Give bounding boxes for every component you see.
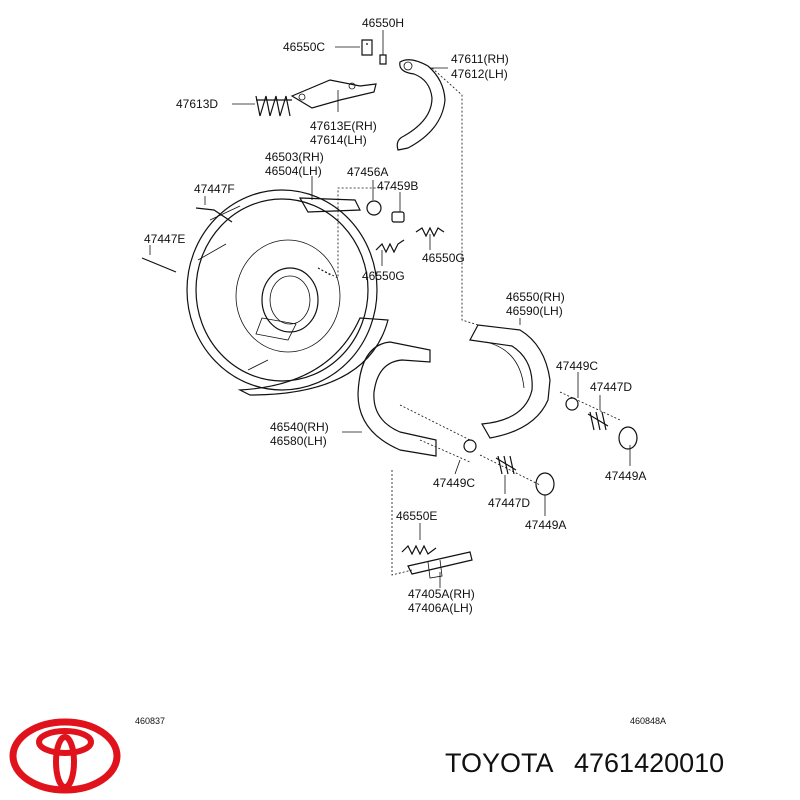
part-46550C-retainer: [361, 39, 373, 56]
part-46540-brake-shoe-front: [237, 317, 437, 457]
label-46590-lh: 46590(LH): [506, 304, 563, 318]
label-47449A-left: 47449A: [525, 518, 566, 532]
part-47613D-spring: [255, 95, 292, 117]
label-47449A-right: 47449A: [605, 469, 646, 483]
part-47449C-retainer-left: [463, 439, 477, 453]
label-46504-lh: 46504(LH): [265, 164, 322, 178]
label-47405A-rh: 47405A(RH): [408, 587, 475, 601]
part-47449A-cup-right: [618, 426, 638, 450]
part-46550-brake-shoe-rear: [469, 324, 551, 439]
leader-lines: [149, 30, 631, 588]
part-47447F-pin: [195, 207, 233, 223]
label-47447D-left: 47447D: [488, 496, 530, 510]
toyota-logo-icon: [9, 718, 121, 794]
label-46550G-upper: 46550G: [422, 251, 465, 265]
label-47406A-lh: 47406A(LH): [408, 601, 473, 615]
part-47456A-plug: [366, 200, 382, 216]
label-47611-rh: 47611(RH): [451, 52, 509, 66]
label-46550E: 46550E: [396, 509, 437, 523]
assembly-dashed-lines: [317, 67, 621, 576]
part-46550G-spring-lower: [375, 239, 405, 254]
label-47447D-right: 47447D: [590, 380, 632, 394]
label-47449C-right: 47449C: [556, 359, 598, 373]
part-47447D-spring-right: [587, 411, 609, 431]
label-47447F: 47447F: [194, 182, 235, 196]
label-47614-lh: 47614(LH): [310, 133, 367, 147]
label-46503-rh: 46503(RH): [265, 150, 324, 164]
brand-name: TOYOTA: [445, 748, 554, 778]
label-46580-lh: 46580(LH): [270, 434, 327, 448]
label-46550-rh: 46550(RH): [506, 290, 565, 304]
part-47447D-spring-left: [495, 455, 517, 475]
label-47613D: 47613D: [176, 97, 218, 111]
label-47447E: 47447E: [144, 232, 185, 246]
figure-code-left: 460837: [135, 716, 165, 726]
figure-code-right: 460848A: [630, 716, 666, 726]
part-46550G-spring-upper: [415, 226, 445, 238]
part-47613E-strut: [290, 79, 377, 109]
part-47459B-bushing: [391, 211, 405, 223]
part-46550E-spring: [401, 544, 437, 556]
label-46550H: 46550H: [362, 16, 404, 30]
part-46550H-clip: [379, 54, 387, 65]
label-46540-rh: 46540(RH): [270, 420, 329, 434]
part-47449C-retainer-right: [565, 397, 579, 411]
part-47405A-adjuster: [407, 551, 473, 579]
part-47611-shoe-lever: [396, 59, 446, 151]
label-46550C: 46550C: [283, 40, 325, 54]
label-47612-lh: 47612(LH): [451, 67, 508, 81]
label-47456A: 47456A: [347, 165, 388, 179]
label-46550G-lower: 46550G: [362, 269, 405, 283]
part-47447E-pin: [141, 257, 177, 273]
part-number: 4761420010: [574, 748, 724, 778]
label-47459B: 47459B: [377, 179, 418, 193]
label-47613E-rh: 47613E(RH): [310, 119, 377, 133]
part-labels: 46550H 46550C 47611(RH) 47612(LH) 47613D…: [144, 16, 646, 615]
part-47449A-cup-left: [535, 472, 555, 496]
part-46503-backing-plate: [186, 189, 378, 391]
label-47449C-left: 47449C: [433, 476, 475, 490]
